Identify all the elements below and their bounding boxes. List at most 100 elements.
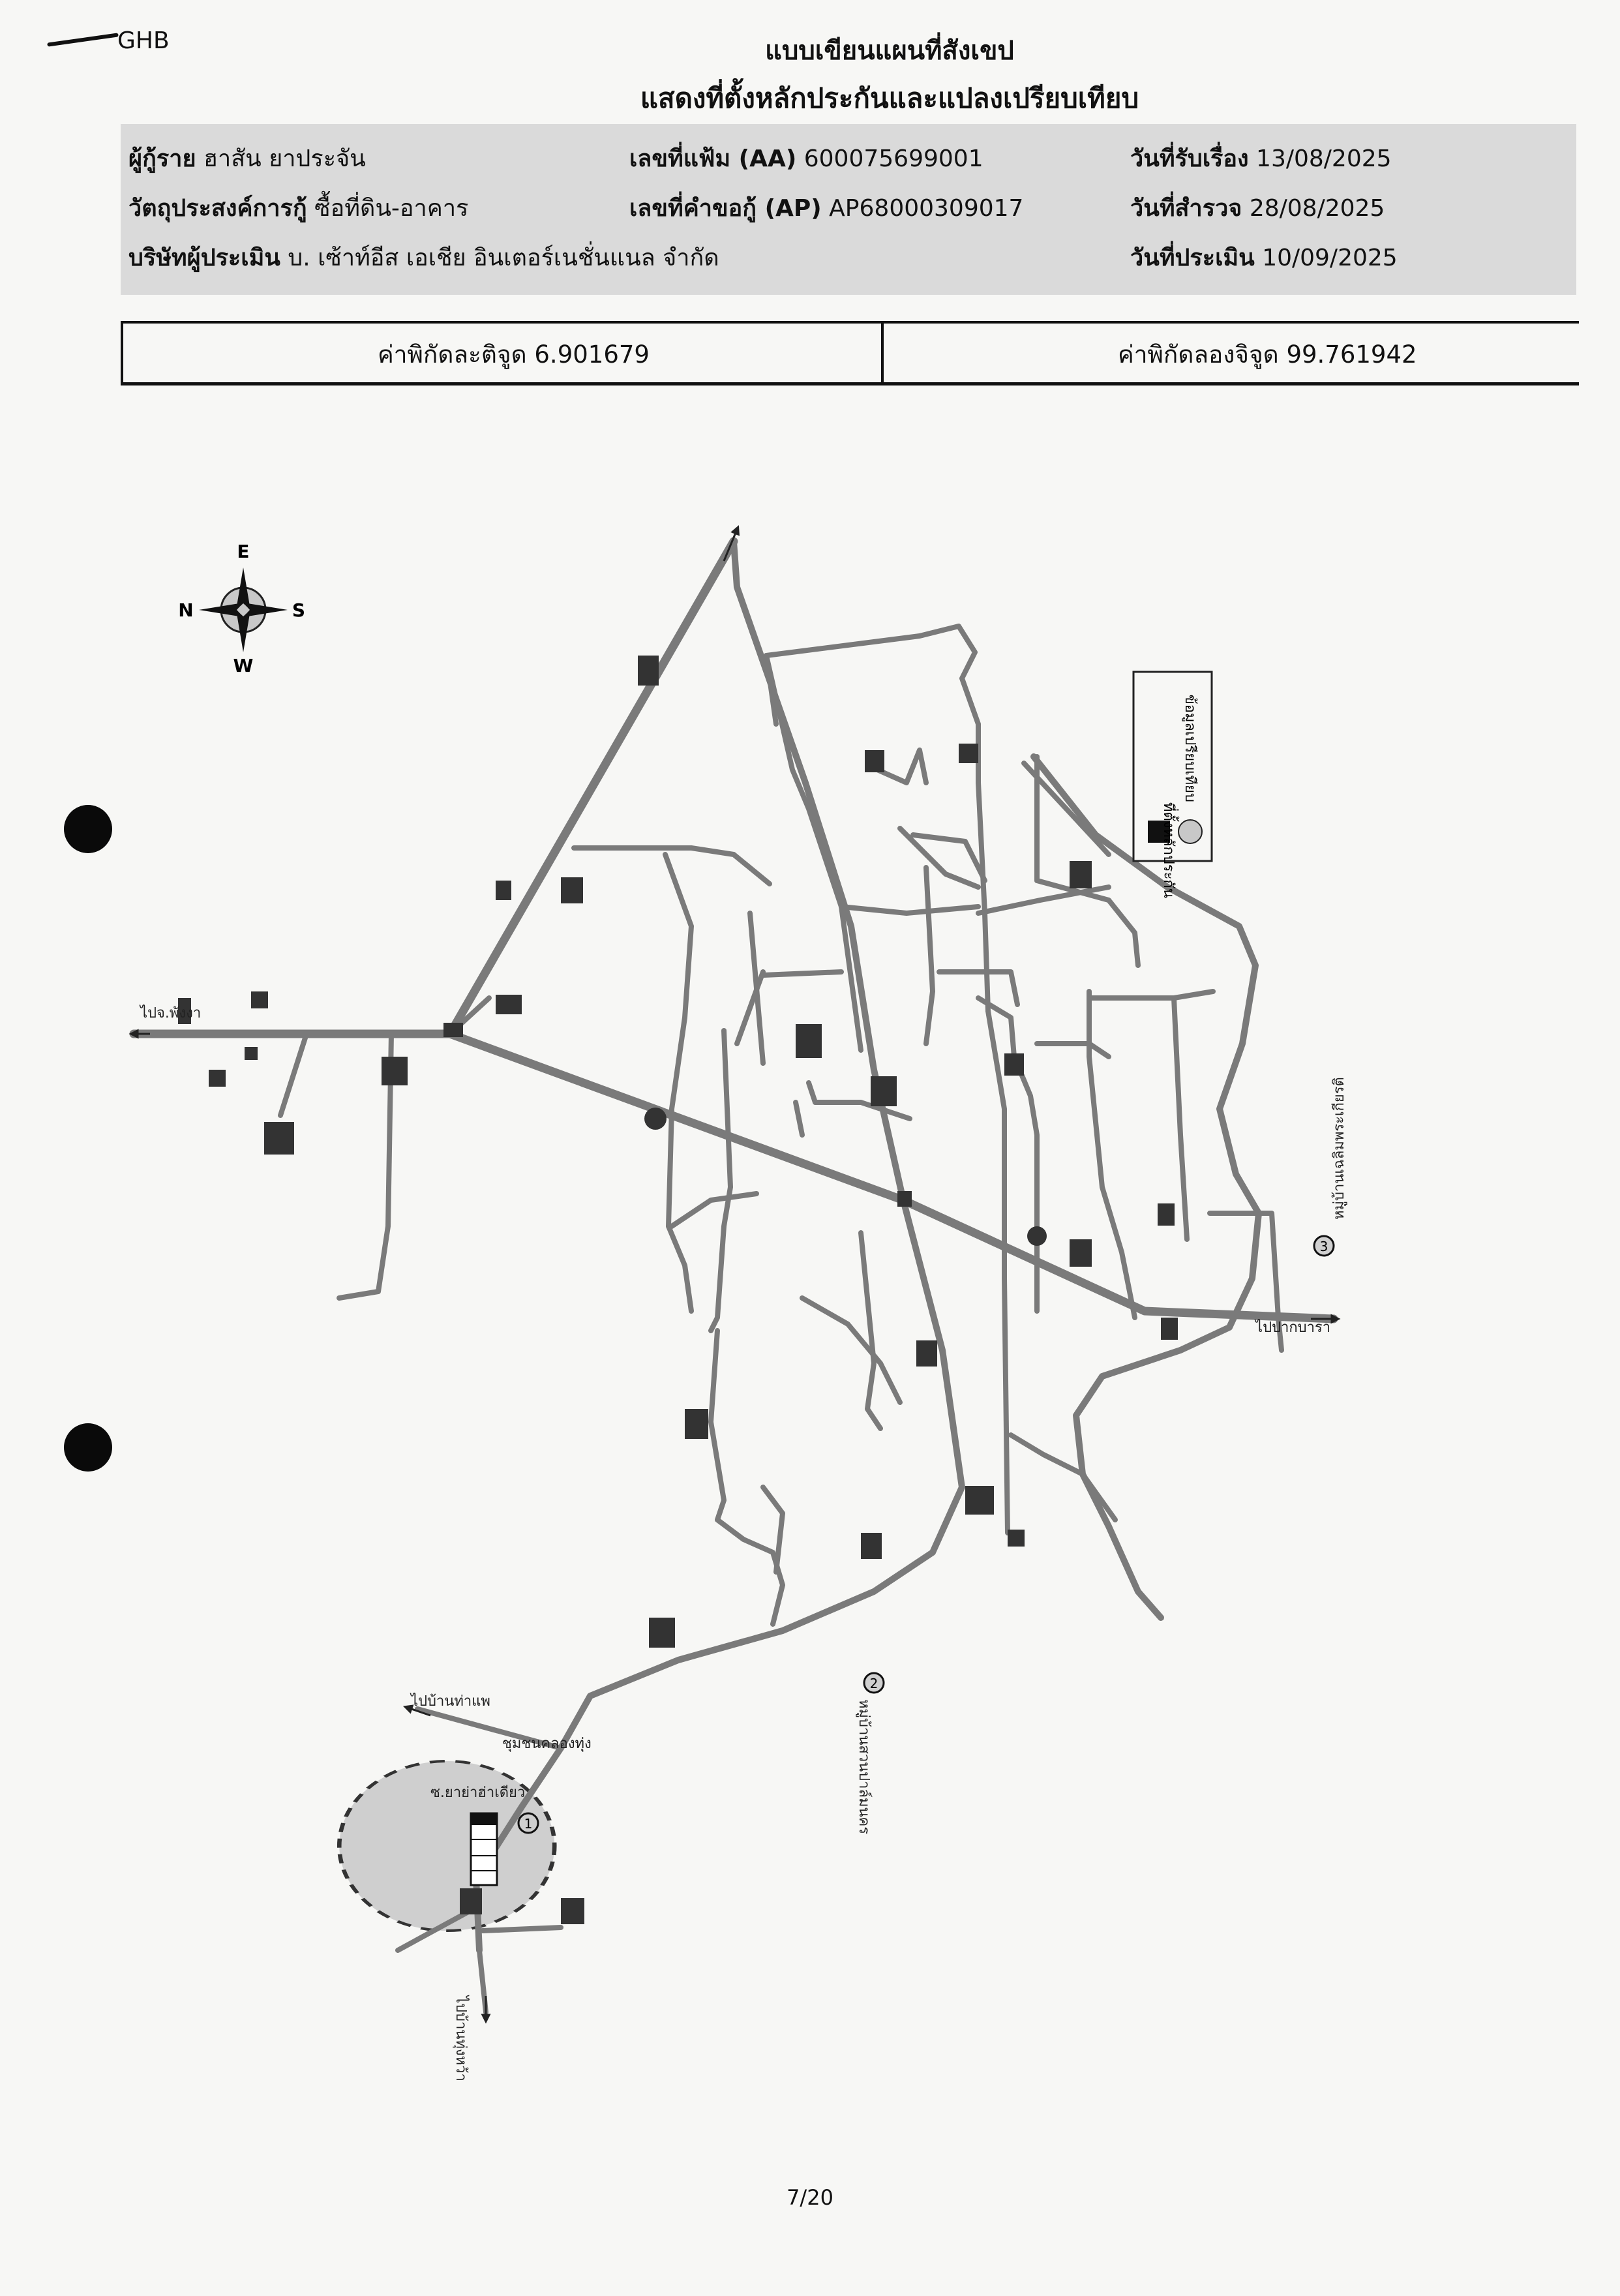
file-no-label: เลขที่แฟ้ม (AA) — [629, 145, 797, 172]
longitude-text: ค่าพิกัดลองจิจูด 99.761942 — [1118, 340, 1417, 369]
compass-south-label: S — [292, 599, 305, 621]
compass-needle-north — [199, 603, 243, 617]
temple-icon — [561, 877, 583, 903]
temple-icon — [916, 1340, 937, 1367]
punch-hole-top — [64, 805, 112, 853]
compass-rose: E W N S — [178, 541, 305, 676]
purpose-value: ซื้อที่ดิน-อาคาร — [314, 195, 469, 222]
mosque-icon — [561, 1898, 584, 1924]
government-icon — [871, 1076, 897, 1106]
signal-icon — [245, 1047, 258, 1060]
marker-2-label: 2 — [870, 1676, 878, 1691]
received-row: วันที่รับเรื่อง 13/08/2025 — [1130, 140, 1392, 177]
compass-needle-east — [236, 567, 250, 610]
label-community: ชุมชนคลองทุ่ง — [502, 1736, 592, 1752]
request-no-row: เลขที่คำขอกู้ (AP) AP68000309017 — [629, 189, 1023, 226]
appraisal-row: วันที่ประเมิน 10/09/2025 — [1130, 239, 1398, 276]
arrow-north-road — [723, 525, 740, 562]
compass-west-label: W — [233, 655, 254, 676]
building-icon — [1158, 1203, 1175, 1226]
received-label: วันที่รับเรื่อง — [1130, 145, 1249, 172]
page-subtitle: แสดงที่ตั้งหลักประกันและแปลงเปรียบเทียบ — [640, 82, 1139, 114]
collateral-marker — [471, 1813, 497, 1825]
page-number: 7/20 — [787, 2185, 833, 2210]
junction-box-icon — [897, 1191, 912, 1207]
borrower-label: ผู้กู้ราย — [128, 145, 196, 172]
mosque-icon — [965, 1486, 994, 1515]
marker-1-label: 1 — [524, 1816, 533, 1832]
building-icon — [1004, 1053, 1024, 1076]
label-sub-road: ซ.ยาย่าฮ่าเดียว — [430, 1785, 525, 1801]
appraisal-label: วันที่ประเมิน — [1130, 245, 1255, 271]
survey-row: วันที่สำรวจ 28/08/2025 — [1130, 189, 1385, 226]
school-icon — [649, 1618, 675, 1648]
building-icon — [496, 995, 522, 1014]
legend-comparable-label: ข้อมูลเปรียบเทียบ — [1182, 695, 1198, 802]
label-village-3: หมู่บ้านเฉลิมพระเกียรติ — [1331, 1077, 1347, 1220]
main-road-horizontal — [129, 1029, 1338, 1323]
school-icon — [796, 1024, 822, 1058]
school-icon — [382, 1057, 408, 1085]
legend-collateral-swatch — [1148, 821, 1170, 843]
building-icon — [209, 1070, 226, 1087]
request-no-label: เลขที่คำขอกู้ (AP) — [629, 195, 822, 222]
place-labels: ไปจ.พังงา ไปปากบารา ไปบ้านท่าแพ ไปบ้านทุ… — [139, 1004, 1347, 2081]
label-to-ban-tha-phae: ไปบ้านท่าแพ — [410, 1693, 490, 1710]
comparable-marker-2 — [863, 1672, 885, 1694]
compass-needle-west — [236, 610, 250, 652]
road-network — [129, 537, 1338, 2015]
borrower-value: ฮาสัน ยาประจัน — [203, 145, 366, 172]
coordinates-divider — [881, 324, 884, 382]
school-icon — [685, 1409, 708, 1439]
map-legend: ที่ตั้งหลักประกัน ข้อมูลเปรียบเทียบ — [1132, 671, 1213, 898]
received-value: 13/08/2025 — [1256, 145, 1392, 172]
label-to-pak-bara: ไปปากบารา — [1254, 1319, 1330, 1336]
river-road — [1030, 753, 1262, 1621]
secondary-roads — [278, 624, 1284, 1953]
temple-icon — [1070, 861, 1092, 888]
comparable-marker-1 — [517, 1812, 539, 1834]
page-title: แบบเขียนแผนที่สังเขป — [765, 36, 1014, 66]
brand-label: GHB — [117, 27, 170, 54]
building-icon — [959, 744, 978, 763]
marker-3-label: 3 — [1320, 1239, 1328, 1254]
compass-east-label: E — [237, 541, 249, 562]
building-icon — [178, 998, 191, 1024]
appraiser-label: บริษัทผู้ประเมิน — [128, 245, 280, 271]
legend-collateral-label: ที่ตั้งหลักประกัน — [1160, 802, 1179, 898]
survey-value: 28/08/2025 — [1249, 195, 1385, 222]
appraisal-value: 10/09/2025 — [1262, 245, 1398, 271]
building-icon — [460, 1888, 482, 1914]
purpose-row: วัตถุประสงค์การกู้ ซื้อที่ดิน-อาคาร — [128, 189, 468, 226]
market-icon — [644, 1108, 667, 1130]
building-icon — [638, 656, 659, 686]
info-panel: ผู้กู้ราย ฮาสัน ยาประจัน เลขที่แฟ้ม (AA)… — [121, 124, 1576, 295]
police-icon — [865, 750, 884, 772]
borrower-row: ผู้กู้ราย ฮาสัน ยาประจัน — [128, 140, 366, 177]
file-no-row: เลขที่แฟ้ม (AA) 600075699001 — [629, 140, 983, 177]
label-to-thung-wa: ไปบ้านทุ่งหว้า — [453, 1995, 470, 2081]
building-icon — [251, 991, 268, 1008]
temple-icon — [861, 1533, 882, 1559]
compass-north-label: N — [178, 599, 193, 621]
survey-label: วันที่สำรวจ — [1130, 195, 1242, 222]
building-icon — [1008, 1530, 1025, 1547]
arrow-ban-tha-phae — [402, 1704, 431, 1717]
file-no-value: 600075699001 — [803, 145, 983, 172]
temple-icon — [1070, 1239, 1092, 1267]
building-icon — [1161, 1318, 1178, 1340]
collateral-plot-outline — [470, 1812, 498, 1886]
appraiser-row: บริษัทผู้ประเมิน บ. เซ้าท์อีส เอเชีย อิน… — [128, 239, 719, 276]
junction-box-icon — [443, 1023, 463, 1037]
coordinates-bar: ค่าพิกัดละติจูด 6.901679 ค่าพิกัดลองจิจู… — [121, 321, 1579, 385]
school-icon — [264, 1122, 294, 1155]
main-road-south — [473, 538, 965, 1954]
label-village-2: หมู่บ้านสวนปาล์มนคร — [856, 1699, 872, 1834]
landmark-icons — [178, 656, 1178, 1924]
compass-needle-south — [243, 603, 288, 617]
direction-arrows — [128, 525, 1341, 2024]
latitude-text: ค่าพิกัดละติจูด 6.901679 — [378, 340, 650, 369]
road-to-thung-wa — [477, 1948, 488, 2015]
punch-hole-bottom — [64, 1423, 112, 1472]
